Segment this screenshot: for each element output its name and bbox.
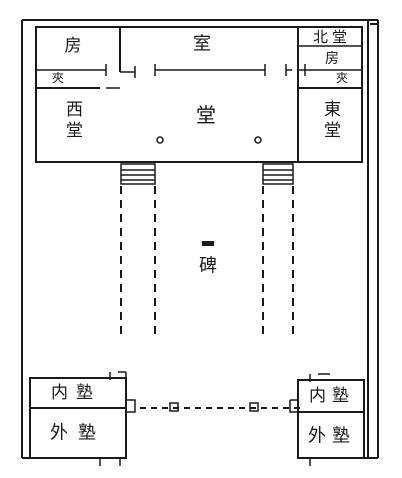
west-steps [120,163,156,185]
stele-marker [202,241,214,246]
east-steps [262,163,294,185]
label-jia-east: 夾 [336,71,348,85]
label-shi: 室 [193,34,211,55]
label-waishu-right: 外塾 [308,425,356,447]
label-jia-west: 夾 [52,71,64,85]
label-neishu-left: 内塾 [51,382,101,403]
label-neishu-right: 内塾 [309,385,355,406]
left-gatehouse [29,371,136,466]
label-beitang: 北堂 [313,28,351,46]
right-gatehouse [289,373,365,466]
label-waishu-left: 外塾 [50,422,106,444]
label-tang: 堂 [196,103,216,127]
main-hall-block [35,26,363,163]
hall-pillars [156,136,262,144]
label-fang-east: 房 [325,51,339,67]
gate-posts [169,402,259,412]
label-bei: 碑 [199,256,217,277]
label-dongtang: 東堂 [320,100,341,142]
label-fang-west: 房 [65,36,82,56]
label-xitang: 西堂 [62,100,82,142]
walkway-lines [120,186,300,409]
